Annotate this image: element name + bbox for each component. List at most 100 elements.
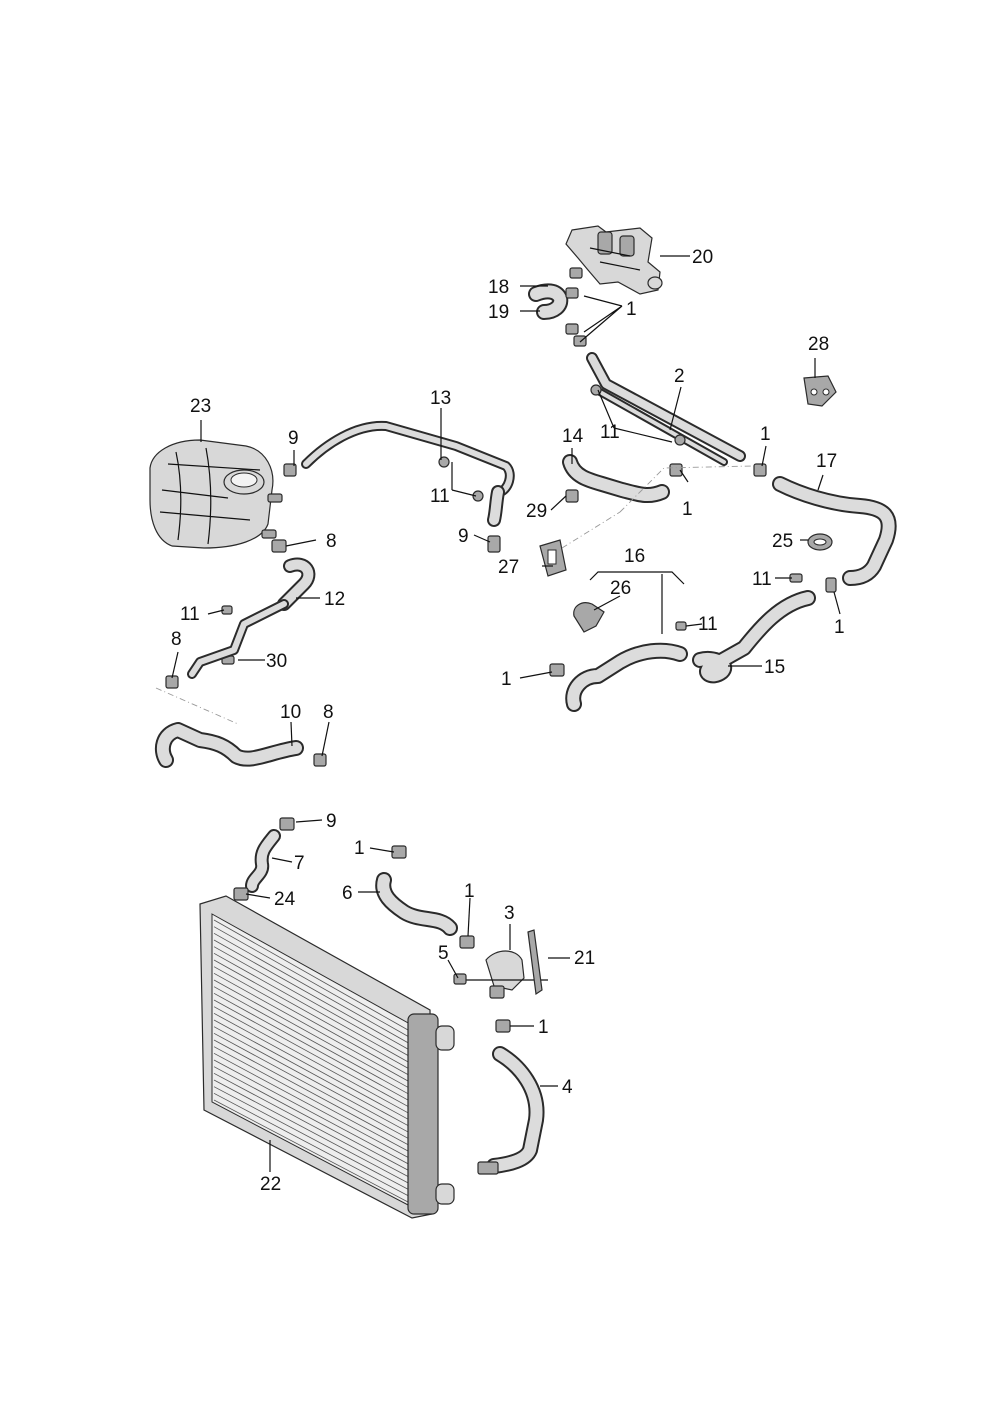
label-6: 6 — [342, 883, 353, 904]
label-19: 19 — [488, 302, 509, 323]
radiator-fin-line — [213, 979, 409, 1088]
label-8-bottom: 8 — [323, 702, 334, 723]
radiator-fin-line — [213, 926, 409, 1037]
radiator-fin-line — [213, 1059, 409, 1165]
radiator-fin-line — [213, 1066, 409, 1171]
radiator-fin-line — [213, 1012, 409, 1120]
radiator-fin-line — [213, 972, 409, 1082]
label-1-mid: 1 — [682, 499, 693, 520]
label-28: 28 — [808, 334, 829, 355]
label-4: 4 — [562, 1077, 573, 1098]
hose-13 — [301, 420, 515, 527]
radiator-22 — [199, 895, 455, 1219]
hose-16 — [565, 642, 688, 712]
radiator-fin-line — [213, 1079, 409, 1184]
radiator-fin-line — [213, 939, 409, 1050]
bracket-21 — [527, 929, 543, 996]
label-1-top: 1 — [626, 299, 637, 320]
label-9-clip: 9 — [458, 526, 469, 547]
label-9-tank: 9 — [288, 428, 299, 449]
label-16: 16 — [624, 546, 645, 567]
label-8-left: 8 — [171, 629, 182, 650]
label-1-hose6: 1 — [354, 838, 365, 859]
hose-6 — [375, 845, 475, 949]
label-1-right: 1 — [760, 424, 771, 445]
water-pump-3 — [453, 950, 548, 999]
radiator-fin-line — [213, 1072, 409, 1177]
control-valve-unit — [565, 225, 663, 295]
label-3: 3 — [504, 903, 515, 924]
label-7: 7 — [294, 853, 305, 874]
hose-12 — [187, 557, 316, 679]
label-20: 20 — [692, 247, 713, 268]
radiator-fin-line — [213, 1052, 409, 1158]
radiator-fin-line — [213, 986, 409, 1095]
label-1-bottom-left: 1 — [501, 669, 512, 690]
label-17: 17 — [816, 451, 837, 472]
radiator-fin-line — [213, 999, 409, 1107]
label-11-hose13: 11 — [430, 486, 450, 507]
label-1-pump-top: 1 — [464, 881, 475, 902]
radiator-fin-line — [213, 1092, 409, 1196]
expansion-tank — [149, 439, 283, 549]
hose-17 — [772, 476, 897, 586]
radiator-fin-line — [213, 1019, 409, 1126]
grommet-25 — [807, 533, 833, 551]
label-14: 14 — [562, 426, 584, 447]
radiator-fin-line — [213, 1046, 409, 1152]
label-11-left: 11 — [180, 604, 200, 625]
label-22: 22 — [260, 1174, 281, 1195]
clamp-26 — [573, 602, 605, 633]
radiator-fin-line — [213, 1026, 409, 1133]
label-18: 18 — [488, 277, 509, 298]
radiator-fin-line — [213, 1032, 409, 1139]
radiator-fin-line — [213, 1086, 409, 1190]
label-8-tank: 8 — [326, 531, 337, 552]
hose-18-19 — [528, 283, 569, 320]
label-1-pump-bottom: 1 — [538, 1017, 549, 1038]
radiator-fin-line — [213, 966, 409, 1075]
radiator-fin-line — [213, 1039, 409, 1146]
radiator-fin-line — [213, 1006, 409, 1114]
hose-10 — [154, 722, 304, 768]
label-24: 24 — [274, 889, 296, 910]
radiator-fins — [213, 919, 409, 1203]
radiator-fin-line — [213, 946, 409, 1056]
label-11-hose16: 11 — [698, 614, 718, 635]
bracket-27 — [539, 539, 567, 577]
label-23: 23 — [190, 396, 211, 417]
label-11-pipe: 11 — [600, 422, 620, 443]
label-29: 29 — [526, 501, 547, 522]
label-15: 15 — [764, 657, 785, 678]
label-1-far-right: 1 — [834, 617, 845, 638]
label-26: 26 — [610, 578, 631, 599]
callout-labels: 20 18 19 1 28 2 23 13 9 11 14 1 17 11 1 … — [171, 247, 845, 1195]
label-10: 10 — [280, 702, 301, 723]
label-27: 27 — [498, 557, 519, 578]
coolant-pipe-2 — [586, 352, 746, 466]
label-9-lower: 9 — [326, 811, 337, 832]
radiator-fin-line — [213, 952, 409, 1063]
label-5: 5 — [438, 943, 449, 964]
radiator-fin-line — [213, 992, 409, 1101]
hose-4 — [477, 1019, 545, 1175]
label-12: 12 — [324, 589, 345, 610]
label-21: 21 — [574, 948, 595, 969]
radiator-fin-line — [213, 1099, 409, 1203]
dash-dot-lines — [155, 465, 753, 725]
label-11-grommet: 11 — [752, 569, 772, 590]
label-13: 13 — [430, 388, 451, 409]
hose-14 — [562, 454, 670, 504]
label-30: 30 — [266, 651, 287, 672]
radiator-fin-line — [213, 919, 409, 1031]
label-25: 25 — [772, 531, 793, 552]
clamps-top — [565, 267, 587, 347]
label-2: 2 — [674, 366, 685, 387]
hose-7 — [233, 817, 295, 901]
hose-15 — [692, 590, 816, 684]
radiator-fin-line — [213, 932, 409, 1044]
radiator-fin-line — [213, 959, 409, 1069]
leader-lines — [171, 255, 841, 1172]
gasket-28 — [803, 375, 837, 407]
